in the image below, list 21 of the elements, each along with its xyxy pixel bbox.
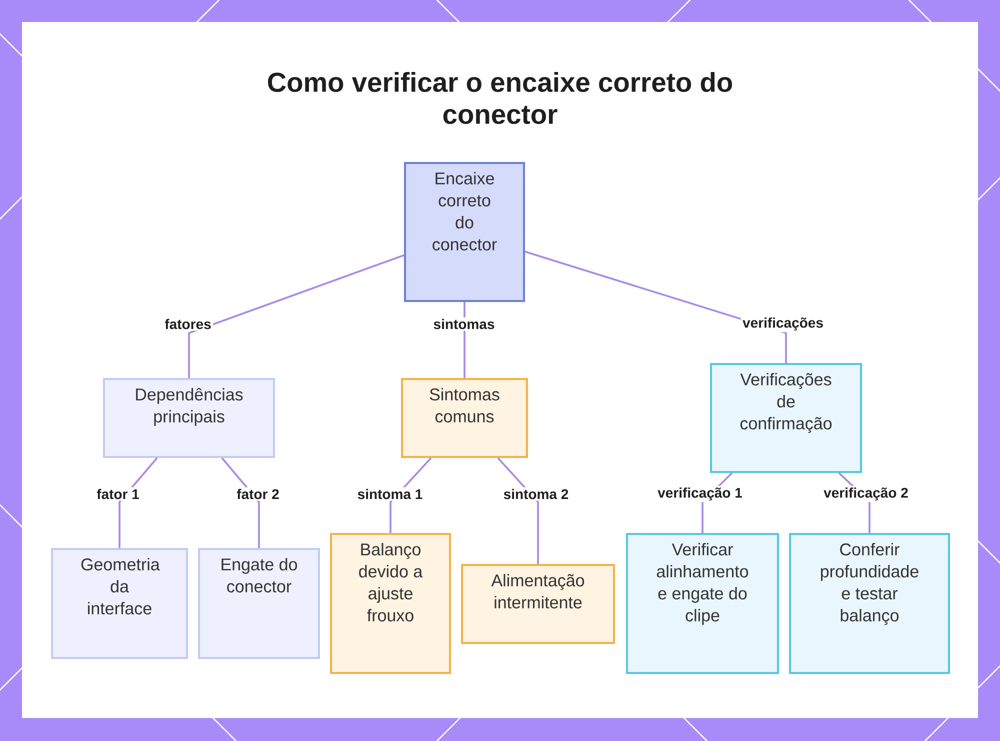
- item-box: Balanço devido a ajuste frouxo: [330, 532, 451, 674]
- topic-box: Encaixe correto do conector: [404, 162, 525, 302]
- edge-label: sintoma 1: [356, 487, 424, 501]
- category-box: Dependências principais: [103, 378, 275, 458]
- item-box: Alimentação intermitente: [461, 564, 615, 644]
- item-box: Conferir profundidade e testar balanço: [789, 532, 950, 674]
- edge-label: verificação 1: [656, 486, 744, 502]
- item-box: Engate do conector: [198, 548, 320, 659]
- edge-label: sintomas: [432, 317, 496, 331]
- title: Como verificar o encaixe correto do conector: [268, 72, 732, 124]
- edge-label: fator 2: [235, 487, 281, 501]
- connector-line: [188, 254, 404, 378]
- category-box: Verificações de confirmação: [710, 362, 862, 473]
- edge-label: fatores: [163, 317, 213, 331]
- edge-label: sintoma 2: [502, 487, 570, 501]
- edge-label: verificações: [740, 316, 826, 332]
- category-box: Sintomas comuns: [401, 378, 528, 458]
- item-box: Verificar alinhamento e engate do clipe: [626, 532, 779, 674]
- item-box: Geometria da interface: [51, 548, 188, 659]
- edge-label: verificação 2: [822, 486, 910, 502]
- edge-label: fator 1: [95, 487, 141, 501]
